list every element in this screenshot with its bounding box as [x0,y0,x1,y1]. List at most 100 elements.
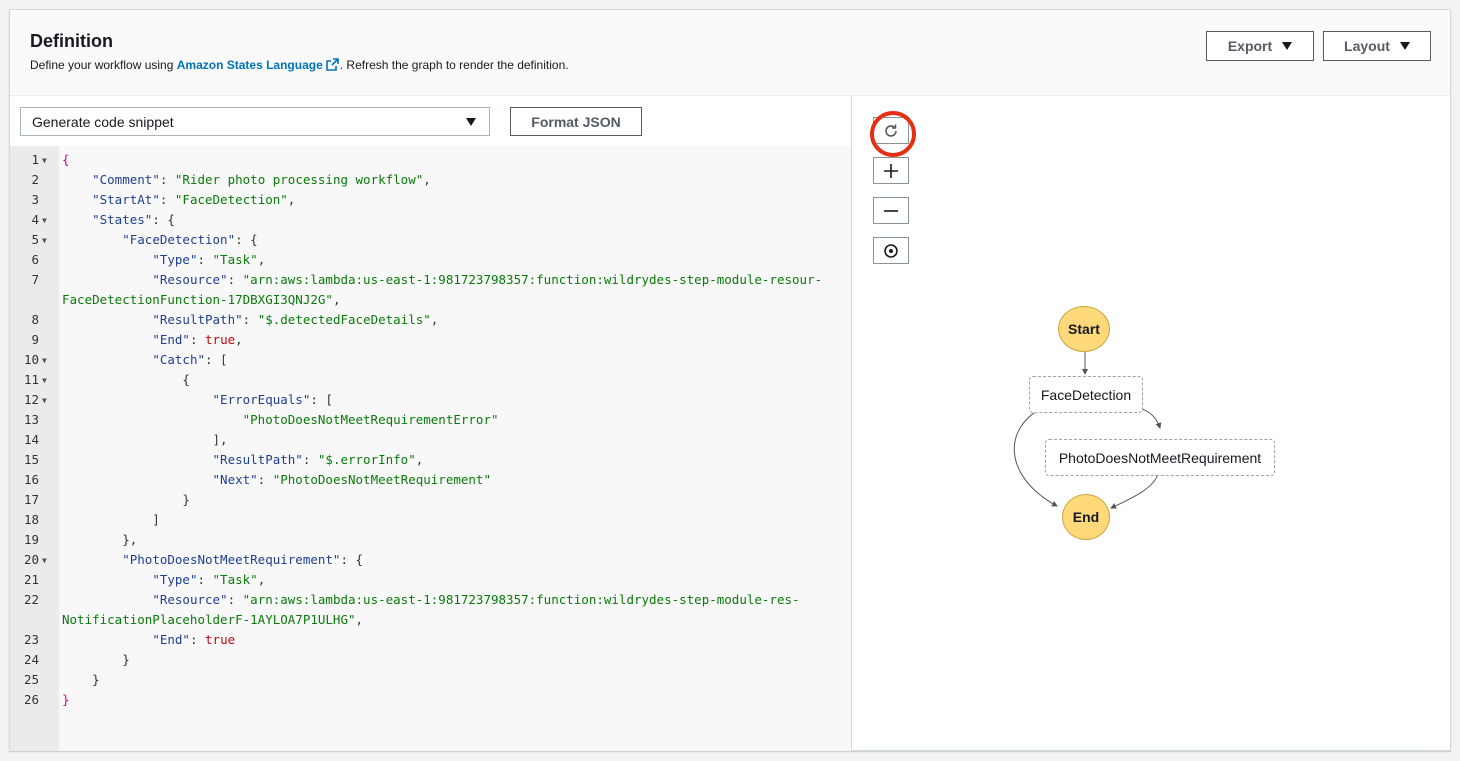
code-line: 24 } [10,650,851,670]
line-number: 24 [23,652,39,667]
photo-requirement-node-label: PhotoDoesNotMeetRequirement [1058,449,1262,466]
code-text: }, [62,530,137,550]
line-number: 12 [23,392,39,407]
fold-arrow-icon[interactable]: ▼ [42,356,47,365]
states-language-link[interactable]: Amazon States Language [177,58,340,72]
code-text: "Catch": [ [62,350,227,370]
fold-arrow-icon[interactable]: ▼ [42,376,47,385]
edge-facedetection-to-end [1013,405,1058,507]
code-line: 16 "Next": "PhotoDoesNotMeetRequirement" [10,470,851,490]
code-content[interactable] [59,146,851,751]
code-text: { [62,370,190,390]
code-token [62,452,213,467]
code-token [62,592,152,607]
code-line: 3 "StartAt": "FaceDetection", [10,190,851,210]
highlight-circle [870,111,916,157]
code-token: "FaceDetection" [174,192,288,207]
code-token [62,172,92,187]
line-number: 26 [23,692,39,707]
code-token [62,472,213,487]
code-token: , [415,452,424,467]
code-token: { [62,152,70,167]
fold-arrow-icon[interactable]: ▼ [42,156,47,165]
code-token: "$.errorInfo" [317,452,416,467]
line-number: 21 [23,572,39,587]
code-line: 12▼ "ErrorEquals": [ [10,390,851,410]
pane-divider[interactable] [851,96,852,751]
code-token: "StartAt" [92,192,160,207]
code-line: 13 "PhotoDoesNotMeetRequirementError" [10,410,851,430]
code-editor[interactable]: 1▼{2 "Comment": "Rider photo processing … [10,146,851,751]
fold-arrow-icon[interactable]: ▼ [42,216,47,225]
code-token: : [ [310,392,333,407]
code-token: : [189,632,206,647]
code-token: "Comment" [92,172,160,187]
code-token: "End" [152,632,190,647]
line-number: 3 [31,192,39,207]
zoom-in-button[interactable] [873,157,909,184]
line-number: 14 [23,432,39,447]
code-line: 22 "Resource": "arn:aws:lambda:us-east-1… [10,590,851,610]
code-token: , [287,192,296,207]
fold-arrow-icon[interactable]: ▼ [42,556,47,565]
code-text: "Comment": "Rider photo processing workf… [62,170,431,190]
code-token: "Rider photo processing workflow" [174,172,424,187]
center-graph-button[interactable] [873,237,909,264]
code-line: 19 }, [10,530,851,550]
code-token: , [423,172,431,187]
zoom-out-button[interactable] [873,197,909,224]
code-token: true [205,332,236,347]
line-number: 16 [23,472,39,487]
code-text: } [62,650,130,670]
code-token [62,312,152,327]
code-snippet-select[interactable]: Generate code snippet [20,107,490,136]
fold-arrow-icon[interactable]: ▼ [42,236,47,245]
code-token [62,232,122,247]
code-line: 17 } [10,490,851,510]
page-title: Definition [30,31,113,51]
code-text: "End": true, [62,330,242,350]
line-number: 15 [23,452,39,467]
line-number: 1 [31,152,39,167]
code-token: "PhotoDoesNotMeetRequirement" [272,472,491,487]
line-number: 6 [31,252,39,267]
end-node[interactable]: End [1062,494,1110,540]
code-text: "PhotoDoesNotMeetRequirementError" [62,410,499,430]
code-token: } [62,492,190,507]
line-number-gutter [10,146,59,751]
code-token: : { [340,552,364,567]
line-number: 2 [31,172,39,187]
code-token: }, [62,532,138,547]
code-token: "arn:aws:lambda:us-east-1:981723798357:f… [242,592,800,607]
code-line: 21 "Type": "Task", [10,570,851,590]
code-line: 26} [10,690,851,710]
code-line: 8 "ResultPath": "$.detectedFaceDetails", [10,310,851,330]
line-number: 20 [23,552,39,567]
code-token: "PhotoDoesNotMeetRequirementError" [242,412,499,427]
definition-description: Define your workflow using Amazon States… [30,58,569,74]
start-node[interactable]: Start [1058,306,1110,352]
code-token: : [227,272,243,287]
line-number: 22 [23,592,39,607]
line-number: 8 [31,312,39,327]
photo-requirement-node[interactable]: PhotoDoesNotMeetRequirement [1045,439,1275,476]
code-line: 20▼ "PhotoDoesNotMeetRequirement": { [10,550,851,570]
code-line: 10▼ "Catch": [ [10,350,851,370]
export-button[interactable]: Export [1206,31,1314,61]
code-token: "ResultPath" [212,452,303,467]
code-token: } [62,652,130,667]
code-token: "Catch" [152,352,205,367]
caret-down-icon [466,118,476,126]
code-line: 14 ], [10,430,851,450]
facedetection-node[interactable]: FaceDetection [1029,376,1143,413]
fold-arrow-icon[interactable]: ▼ [42,396,47,405]
code-token: "Type" [152,572,198,587]
code-token: "Resource" [152,592,228,607]
code-text: "End": true [62,630,235,650]
layout-button[interactable]: Layout [1323,31,1431,61]
code-token: , [332,292,341,307]
format-json-button[interactable]: Format JSON [510,107,642,136]
code-line: 18 ] [10,510,851,530]
minus-icon [884,209,898,212]
code-token: { [62,372,190,387]
